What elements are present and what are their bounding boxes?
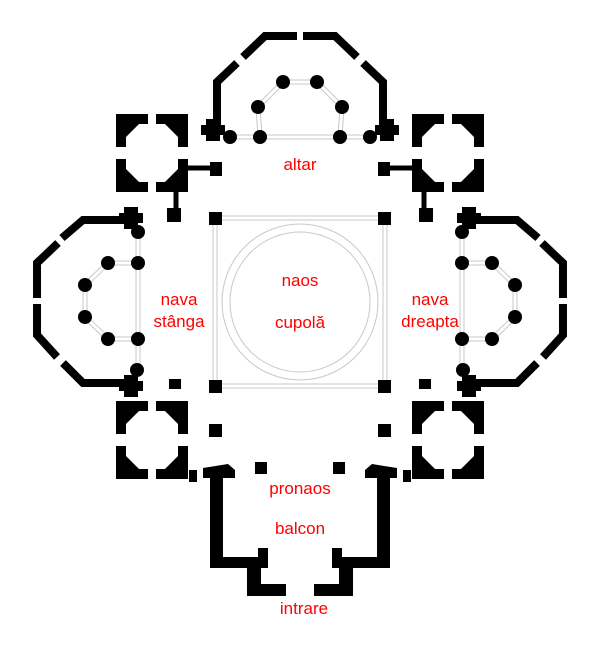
- label-nava-stanga-line1: nava: [160, 290, 198, 309]
- label-altar: altar: [283, 155, 317, 174]
- label-balcon: balcon: [274, 519, 326, 538]
- label-nava-stanga-line2: stânga: [153, 312, 205, 331]
- label-naos: naos: [281, 271, 319, 290]
- label-intrare: intrare: [279, 599, 329, 618]
- label-nava-dreapta-line1: nava: [411, 290, 449, 309]
- label-nava-dreapta-line2: dreapta: [401, 312, 459, 331]
- label-cupola: cupolă: [274, 313, 326, 332]
- label-pronaos: pronaos: [269, 479, 331, 498]
